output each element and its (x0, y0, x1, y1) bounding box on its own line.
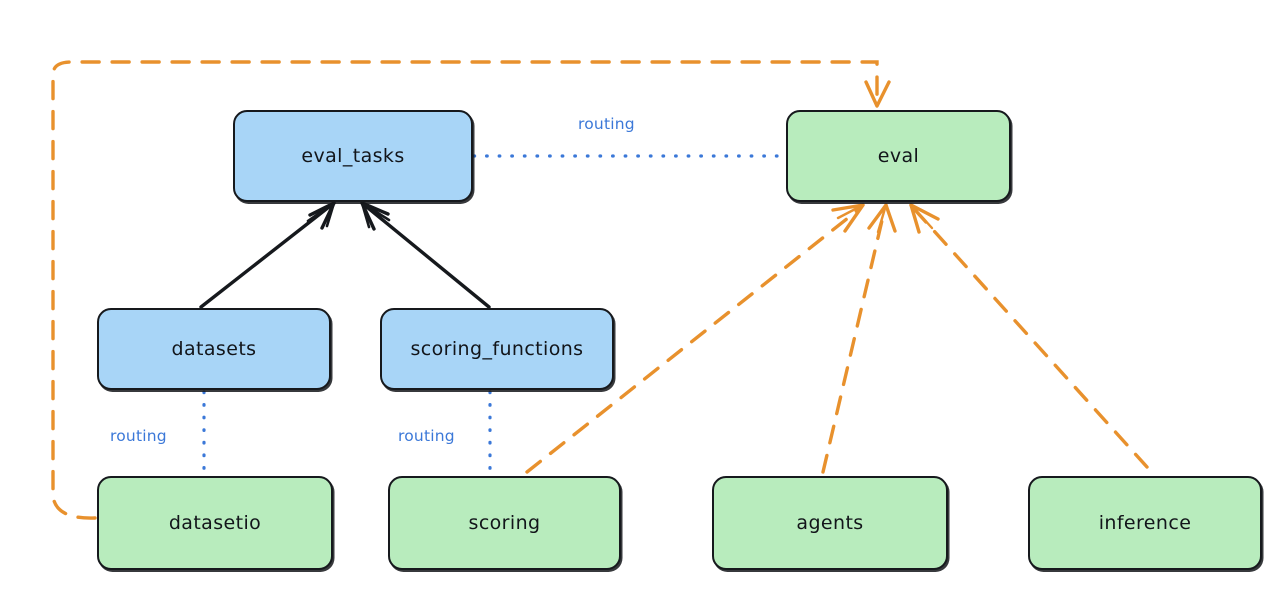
node-inference[interactable]: inference (1028, 476, 1262, 570)
node-datasetio[interactable]: datasetio (97, 476, 333, 570)
edge-inference-to-eval (909, 203, 1149, 469)
edge-scoring_functions-to-eval_tasks (360, 201, 491, 309)
node-agents[interactable]: agents (712, 476, 948, 570)
edge-datasets-to-eval_tasks (199, 201, 336, 309)
node-label: scoring_functions (410, 338, 584, 360)
node-label: agents (796, 512, 864, 534)
edge-label-routing-eval-tasks-eval: routing (578, 115, 635, 133)
edge-label-routing-scoring-functions-scoring: routing (398, 427, 455, 445)
node-scoring[interactable]: scoring (388, 476, 621, 570)
node-label: inference (1098, 512, 1192, 534)
edge-label-routing-datasets-datasetio: routing (110, 427, 167, 445)
node-eval-tasks[interactable]: eval_tasks (233, 110, 473, 202)
node-label: eval_tasks (301, 145, 405, 167)
node-label: eval (877, 145, 920, 167)
node-label: datasets (171, 338, 257, 360)
node-label: datasetio (168, 512, 262, 534)
node-datasets[interactable]: datasets (97, 308, 331, 390)
node-label: scoring (468, 512, 541, 534)
node-scoring-functions[interactable]: scoring_functions (380, 308, 614, 390)
node-eval[interactable]: eval (786, 110, 1011, 202)
edge-agents-to-eval (821, 203, 897, 474)
